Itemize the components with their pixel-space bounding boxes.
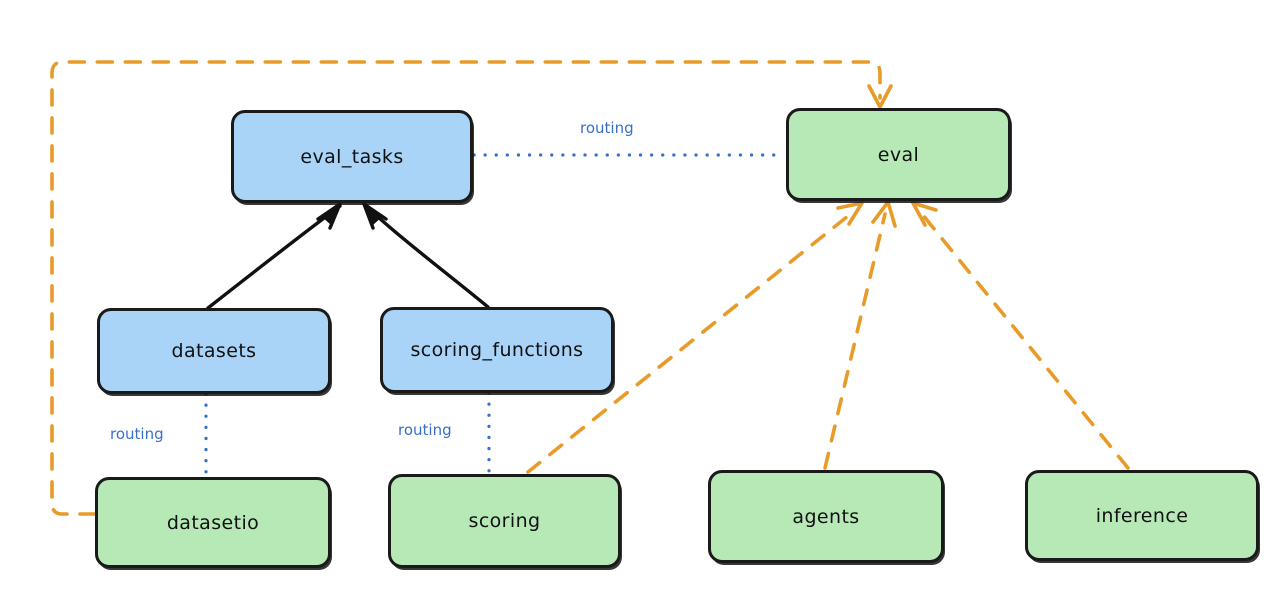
edge-scoring_functions-to-eval_tasks — [362, 202, 490, 309]
edge-scoring-to-eval — [526, 201, 864, 474]
edge-label-routing-datasets-datasetio: routing — [110, 425, 164, 443]
node-label-agents: agents — [792, 505, 860, 528]
node-eval_tasks[interactable]: eval_tasks — [231, 110, 473, 203]
edge-inference-to-eval — [911, 201, 1130, 470]
node-label-inference: inference — [1095, 504, 1189, 527]
node-datasetio[interactable]: datasetio — [95, 477, 331, 568]
node-agents[interactable]: agents — [708, 470, 944, 563]
edge-agents-to-eval — [823, 200, 897, 470]
node-scoring[interactable]: scoring — [388, 474, 621, 568]
node-inference[interactable]: inference — [1025, 470, 1259, 561]
node-label-eval_tasks: eval_tasks — [300, 145, 404, 168]
node-label-datasetio: datasetio — [166, 511, 260, 534]
node-datasets[interactable]: datasets — [97, 308, 331, 394]
edge-datasetio-to-eval — [50, 60, 893, 516]
node-eval[interactable]: eval — [786, 108, 1011, 201]
node-label-scoring: scoring — [468, 510, 541, 532]
edge-datasets-to-eval_tasks — [206, 202, 342, 310]
node-label-datasets: datasets — [171, 340, 257, 362]
node-label-scoring_functions: scoring_functions — [410, 339, 584, 361]
node-scoring_functions[interactable]: scoring_functions — [380, 307, 614, 393]
node-label-eval: eval — [877, 143, 920, 166]
edge-label-routing-scoring_functions-scoring: routing — [398, 421, 452, 439]
edge-label-routing-eval_tasks-eval: routing — [580, 119, 634, 137]
